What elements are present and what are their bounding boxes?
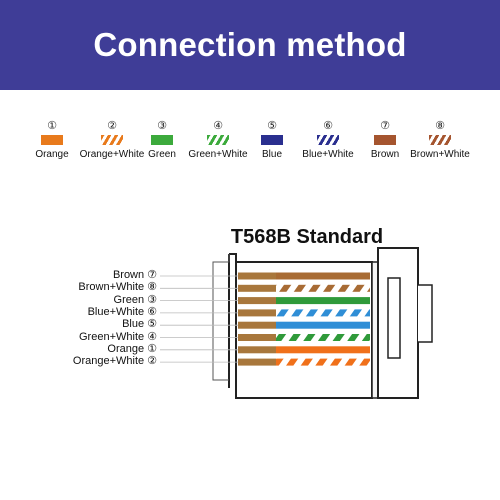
- legend-swatch: [207, 135, 229, 145]
- contact-pin: [238, 321, 276, 329]
- legend-number: ⑧: [435, 120, 445, 132]
- legend-item: ① Orange: [12, 120, 92, 161]
- legend-swatch: [41, 135, 63, 145]
- wire-label-number: ⑦: [147, 269, 157, 281]
- legend-swatch: [101, 135, 123, 145]
- color-legend: ① Orange ② Orange+White ③ Green ④ Green+White ⑤ B…: [30, 120, 478, 170]
- legend-item: ③ Green: [122, 120, 202, 161]
- wire-label-number: ②: [147, 355, 157, 368]
- wire: [276, 346, 370, 354]
- legend-label: Blue+White: [302, 149, 354, 160]
- leader-lines: [160, 275, 240, 363]
- wire: [276, 297, 370, 305]
- legend-number: ⑤: [267, 120, 277, 132]
- legend-item: ⑧ Brown+White: [400, 120, 480, 161]
- wire-label-number: ①: [147, 342, 157, 355]
- contact-pin: [238, 346, 276, 354]
- legend-item: ⑦ Brown: [345, 120, 425, 161]
- wire-label-text: Green+White: [79, 330, 145, 343]
- legend-number: ③: [157, 120, 167, 132]
- legend-number: ⑦: [380, 120, 390, 132]
- legend-item: ② Orange+White: [72, 120, 152, 161]
- wire-label-number: ⑧: [147, 281, 157, 294]
- wire-label-number: ③: [147, 293, 157, 306]
- legend-swatch: [151, 135, 173, 145]
- wires: [276, 272, 370, 366]
- contact-pin: [238, 334, 276, 341]
- contact-pin: [238, 297, 276, 305]
- legend-number: ②: [107, 120, 117, 132]
- contact-pin: [238, 309, 276, 317]
- legend-swatch: [429, 135, 451, 145]
- wire-label-text: Green: [113, 293, 145, 306]
- legend-label: Orange: [35, 149, 69, 160]
- legend-label: Blue: [261, 149, 282, 160]
- wire-label-number: ④: [147, 330, 157, 343]
- wire-label-text: Brown: [112, 269, 145, 281]
- wire: [276, 321, 370, 329]
- wire: [276, 284, 370, 292]
- wire-label-text: Orange+White: [72, 355, 145, 368]
- wire-label-number: ⑤: [147, 318, 157, 331]
- contact-pins: [238, 272, 276, 366]
- wire-label-number: ⑥: [147, 305, 157, 318]
- contact-pin: [238, 272, 276, 280]
- wire: [276, 358, 370, 366]
- wire: [276, 334, 370, 341]
- wire: [276, 272, 370, 280]
- legend-label: Orange+White: [79, 149, 145, 160]
- legend-number: ①: [47, 120, 57, 132]
- page-title: Connection method: [93, 26, 407, 63]
- wire-label-text: Blue+White: [87, 305, 145, 318]
- legend-item: ⑥ Blue+White: [288, 120, 368, 161]
- legend-label: Brown+White: [410, 149, 470, 160]
- wire-label-text: Orange: [107, 342, 145, 355]
- wire-label-text: Brown+White: [78, 281, 145, 294]
- wire: [276, 309, 370, 317]
- header-banner: Connection method: [0, 0, 500, 90]
- contact-pin: [238, 284, 276, 292]
- legend-swatch: [317, 135, 339, 145]
- legend-number: ⑥: [323, 120, 333, 132]
- legend-number: ④: [213, 120, 223, 132]
- wire-label-text: Blue: [122, 318, 145, 331]
- legend-label: Green+White: [188, 149, 248, 160]
- legend-swatch: [261, 135, 283, 145]
- connector-body: [212, 247, 433, 399]
- legend-label: Green: [148, 149, 176, 160]
- legend-label: Brown: [370, 149, 400, 160]
- contact-pin: [238, 358, 276, 366]
- standard-title: T568B Standard: [230, 226, 384, 248]
- legend-swatch: [374, 135, 396, 145]
- legend-item: ⑤ Blue: [232, 120, 312, 161]
- legend-item: ④ Green+White: [178, 120, 258, 161]
